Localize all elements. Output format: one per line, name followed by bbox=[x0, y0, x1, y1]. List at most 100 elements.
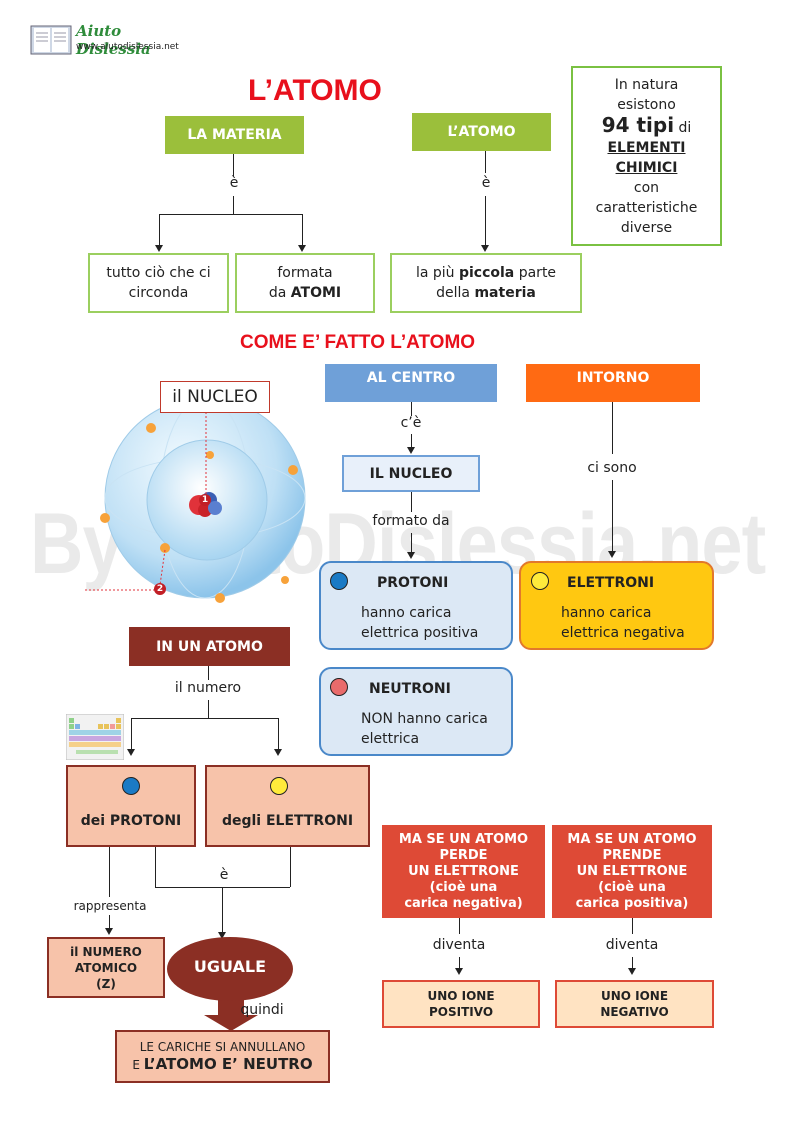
materia-header: LA MATERIA bbox=[165, 116, 304, 154]
elettroni-card: ELETTRONI hanno carica elettrica negativ… bbox=[519, 561, 714, 650]
ione-positivo-box: UNO IONE POSITIVO bbox=[382, 980, 540, 1028]
connector bbox=[290, 847, 291, 887]
logo-title: Aiuto Dislessia bbox=[76, 22, 151, 58]
neutroni-dot bbox=[330, 678, 348, 696]
atomo-def-line2-pre: della bbox=[436, 285, 475, 301]
section-subtitle: COME E’ FATTO L’ATOMO bbox=[240, 332, 476, 353]
logo-url[interactable]: www.aiutodislessia.net bbox=[76, 42, 179, 52]
intorno-verb: ci sono bbox=[587, 460, 637, 476]
info-line7: diverse bbox=[620, 219, 673, 236]
perde-box: MA SE UN ATOMO PERDE UN ELETTRONE (cioè … bbox=[382, 825, 545, 918]
uguale-label: UGUALE bbox=[193, 957, 267, 976]
info-count-line: 94 tipi di bbox=[602, 115, 692, 138]
materia-def-right-line1: formata bbox=[277, 265, 333, 281]
connector bbox=[131, 718, 278, 719]
perde-l3: UN ELETTRONE bbox=[408, 863, 519, 879]
connector bbox=[411, 402, 412, 416]
connector bbox=[459, 918, 460, 934]
prende-box: MA SE UN ATOMO PRENDE UN ELETTRONE (cioè… bbox=[552, 825, 712, 918]
connector bbox=[159, 214, 302, 215]
neutroni-card: NEUTRONI NON hanno carica elettrica bbox=[319, 667, 513, 756]
numero-elettroni-box: degli ELETTRONI bbox=[205, 765, 370, 847]
connector bbox=[159, 214, 160, 246]
elettroni-line1: hanno carica bbox=[561, 605, 652, 621]
connector bbox=[208, 700, 209, 718]
atomo-def-line2: della materia bbox=[436, 283, 536, 303]
numero-elettroni-label: degli ELETTRONI bbox=[221, 813, 354, 829]
materia-def-left-text: tutto ciò che ci circonda bbox=[106, 265, 211, 301]
connector bbox=[208, 666, 209, 680]
connector bbox=[632, 957, 633, 969]
book-icon bbox=[30, 25, 72, 55]
atomo-def-mid: parte bbox=[514, 265, 557, 281]
elettroni-dot bbox=[531, 572, 549, 590]
materia-verb: è bbox=[229, 175, 239, 191]
rappresenta-label: rappresenta bbox=[73, 899, 147, 913]
atomo-def: la più piccola parte della materia bbox=[390, 253, 582, 313]
arrow-tip bbox=[105, 928, 113, 935]
neutroni-line1: NON hanno carica bbox=[361, 711, 488, 727]
arrow-tip bbox=[274, 749, 282, 756]
numero-atomico-box: il NUMERO ATOMICO (Z) bbox=[47, 937, 165, 998]
perde-l4: (cioè una bbox=[429, 879, 498, 895]
connector bbox=[109, 847, 110, 897]
info-di: di bbox=[678, 119, 692, 136]
arrow-tip bbox=[127, 749, 135, 756]
arrow-tip bbox=[628, 968, 636, 975]
arrow-tip bbox=[407, 447, 415, 454]
perde-verb: diventa bbox=[432, 937, 486, 953]
ione-negativo-l1: UNO IONE bbox=[600, 989, 669, 1003]
centro-header: AL CENTRO bbox=[325, 364, 497, 402]
perde-l5: carica negativa) bbox=[404, 895, 523, 911]
in-atomo-header: IN UN ATOMO bbox=[129, 627, 290, 666]
arrow-tip bbox=[455, 968, 463, 975]
connector bbox=[109, 915, 110, 929]
prende-l4: (cioè una bbox=[598, 879, 666, 895]
connector bbox=[485, 196, 486, 246]
neutral-result-line1: LE CARICHE SI ANNULLANO bbox=[139, 1040, 306, 1054]
connector bbox=[302, 214, 303, 246]
protoni-dot bbox=[330, 572, 348, 590]
periodic-table-icon bbox=[66, 714, 124, 760]
connector bbox=[233, 154, 234, 176]
materia-def-right: formata da ATOMI bbox=[235, 253, 375, 313]
numero-protoni-label: dei PROTONI bbox=[80, 813, 182, 829]
connector bbox=[278, 718, 279, 750]
prende-l1: MA SE UN ATOMO bbox=[567, 831, 697, 847]
atomo-def-bold2: materia bbox=[474, 285, 536, 301]
connector bbox=[222, 887, 223, 933]
connector bbox=[411, 434, 412, 448]
numero-atomico-line1: il NUMERO bbox=[70, 944, 142, 959]
neutral-result-box: LE CARICHE SI ANNULLANO E L’ATOMO E’ NEU… bbox=[115, 1030, 330, 1083]
quindi-label: quindi bbox=[240, 1002, 284, 1018]
arrow-tip bbox=[407, 552, 415, 559]
prende-l5: carica positiva) bbox=[575, 895, 689, 911]
atomo-verb: è bbox=[481, 175, 491, 191]
centro-verb: c’è bbox=[400, 415, 422, 431]
protoni-card: PROTONI hanno carica elettrica positiva bbox=[319, 561, 513, 650]
elettroni-line2: elettrica negativa bbox=[561, 625, 685, 641]
e-label: è bbox=[219, 867, 229, 883]
connector bbox=[459, 957, 460, 969]
neutroni-line2: elettrica bbox=[361, 731, 420, 747]
in-atomo-numero: il numero bbox=[174, 680, 242, 696]
atomo-def-pre: la più bbox=[415, 265, 459, 281]
materia-def-right-line2: da ATOMI bbox=[269, 283, 341, 303]
arrow-tip bbox=[218, 932, 226, 939]
atomo-def-line1: la più piccola parte bbox=[416, 263, 556, 283]
numero-atomico-line3: (Z) bbox=[96, 976, 116, 991]
info-box: In natura esistono 94 tipi di ELEMENTI C… bbox=[571, 66, 722, 246]
connector bbox=[131, 718, 132, 750]
arrow-tip bbox=[155, 245, 163, 252]
materia-def-right-bold: ATOMI bbox=[290, 285, 342, 301]
materia-def-right-da: da bbox=[268, 285, 291, 301]
protoni-line2: elettrica positiva bbox=[361, 625, 479, 641]
arrow-tip bbox=[481, 245, 489, 252]
info-line6: caratteristiche bbox=[595, 199, 698, 216]
ione-negativo-l2: NEGATIVO bbox=[600, 1005, 669, 1019]
atom-diagram: 1 2 bbox=[85, 380, 315, 610]
intorno-header: INTORNO bbox=[526, 364, 700, 402]
numero-atomico-line2: ATOMICO bbox=[74, 960, 138, 975]
page-title: L’ATOMO bbox=[248, 74, 382, 107]
info-line5: con bbox=[633, 179, 660, 196]
